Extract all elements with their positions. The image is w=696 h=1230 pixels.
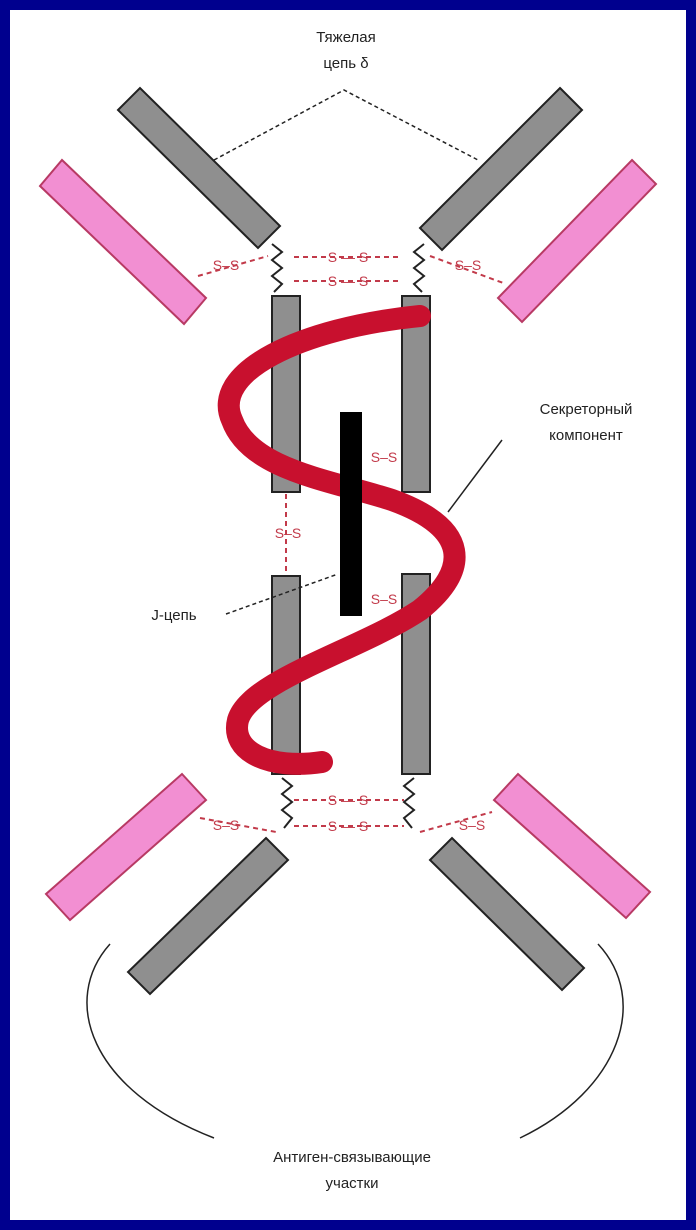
hinge-top-left (272, 244, 282, 292)
bond-label-bottom-1: S — S (328, 792, 368, 808)
heavy-chain-arm-bottom-left (128, 838, 288, 994)
bond-label-right-top: S–S (455, 257, 481, 273)
heavy-chain-arm-top-left (118, 88, 280, 248)
bond-label-left-bottom: S–S (213, 817, 239, 833)
light-chain-top-left (40, 160, 206, 324)
hinge-bottom-right (404, 778, 414, 828)
light-chain-bottom-left (46, 774, 206, 920)
bond-label-bottom-2: S — S (328, 818, 368, 834)
secretory-label-line1: Секреторный (540, 401, 633, 418)
bond-label-top-1: S — S (328, 249, 368, 265)
hinge-bottom-left (282, 778, 292, 828)
light-chain-bottom-right (494, 774, 650, 918)
heavy-chain-arm-top-right (420, 88, 582, 250)
secretory-label-line2: компонент (549, 427, 623, 444)
j-chain-label: J-цепь (151, 607, 196, 624)
bond-label-jchain-upper: S–S (371, 449, 397, 465)
bond-label-middle-left: S–S (275, 525, 301, 541)
j-chain-bar (340, 412, 362, 616)
secretory-leader (448, 440, 502, 512)
heavy-chain-leader (214, 90, 478, 160)
bond-label-top-2: S — S (328, 273, 368, 289)
antigen-binding-label-line2: участки (326, 1175, 379, 1192)
bond-label-left-top: S–S (213, 257, 239, 273)
hinge-top-right (414, 244, 424, 292)
bond-label-jchain-lower: S–S (371, 591, 397, 607)
light-chain-top-right (498, 160, 656, 322)
bond-label-right-bottom: S–S (459, 817, 485, 833)
heavy-chain-label-line2: цепь δ (323, 55, 368, 72)
heavy-chain-label-line1: Тяжелая (316, 29, 376, 46)
antigen-binding-label-line1: Антиген-связывающие (273, 1149, 431, 1166)
